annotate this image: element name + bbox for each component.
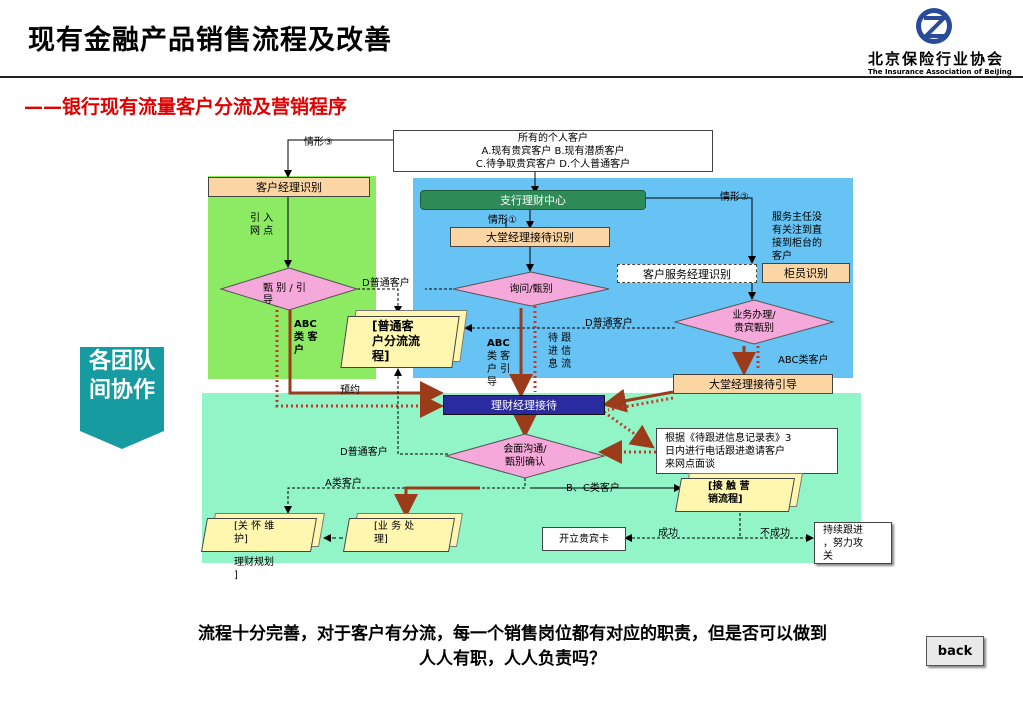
financial-manager-reception-box: 理财经理接待 <box>443 395 605 415</box>
team-label-tail <box>80 431 164 449</box>
abc-type-label-3: ABC类客户 <box>778 355 829 366</box>
service-note: 服务主任没有关注到直 接到柜台的客户 <box>772 212 822 262</box>
business-screen-diamond: 业务办理/贵宾甄别 <box>673 298 835 346</box>
keep-follow-box: 持续跟进，努力攻关 <box>814 522 892 564</box>
all-customers-box: 所有的个人客户 A.现有贵宾客户 B.现有潜质客户 C.待争取贵宾客户 D.个人… <box>393 130 713 172</box>
care-maintenance-doc: [关 怀 维护] <box>201 513 326 552</box>
normal-customer-flow-doc: [普通客户分流流程] <box>340 310 468 370</box>
contact-marketing-flow-doc: [接 触 营销流程] <box>675 473 806 512</box>
customer-manager-identify-box: 客户经理识别 <box>208 177 370 197</box>
financial-planning-label: 理财规划] <box>234 557 274 581</box>
inquiry-screen-diamond: 询问/甄别 <box>451 270 611 308</box>
business-process-doc: [业 务 处理] <box>343 513 464 552</box>
logo-subtitle: The Insurance Association of BeiJing <box>868 68 1012 76</box>
open-vip-card-box: 开立贵宾卡 <box>542 527 626 551</box>
page-subtitle: ——银行现有流量客户分流及营销程序 <box>24 96 348 118</box>
d-normal-label-1: D普通客户 <box>362 278 410 289</box>
case-2-label: 情形② <box>720 192 749 203</box>
lobby-reception-box: 大堂经理接待识别 <box>450 227 610 247</box>
case-3-label: 情形③ <box>304 137 333 148</box>
guide-points-label: 引 入网 点 <box>250 213 274 237</box>
team-collaboration-label: 各团队间协作 <box>80 347 164 431</box>
teller-identify-box: 柜员识别 <box>762 263 850 283</box>
d-normal-label-2: D普通客户 <box>585 318 633 329</box>
screen-guide-diamond: 甄 别 / 引 导 <box>219 266 359 312</box>
page-title: 现有金融产品销售流程及改善 <box>28 25 392 56</box>
fail-label: 不成功 <box>760 528 790 539</box>
appointment-label: 预约 <box>340 385 360 396</box>
d-normal-label-3: D普通客户 <box>340 447 388 458</box>
header-divider <box>0 76 1023 78</box>
success-label: 成功 <box>658 528 678 539</box>
bc-type-label: B、C类客户 <box>566 483 620 494</box>
lobby-guide-box: 大堂经理接待引导 <box>673 374 833 394</box>
logo-name: 北京保险行业协会 <box>868 50 1005 68</box>
cs-manager-identify-box: 客户服务经理识别 <box>617 264 757 283</box>
conclusion-text: 流程十分完善，对于客户有分流，每一个销售岗位都有对应的职责，但是否可以做到人人有… <box>198 624 827 669</box>
case-1-label: 情形① <box>488 215 517 226</box>
branch-center-box: 支行理财中心 <box>420 190 646 210</box>
a-type-label: A类客户 <box>325 478 362 489</box>
logo-emblem-icon <box>916 8 952 44</box>
meet-talk-diamond: 会面沟通/甄别确认 <box>444 432 606 480</box>
logo <box>914 6 954 46</box>
follow-info-label: 待 跟进 信息 流 <box>548 333 572 370</box>
back-button[interactable]: back <box>926 636 984 666</box>
